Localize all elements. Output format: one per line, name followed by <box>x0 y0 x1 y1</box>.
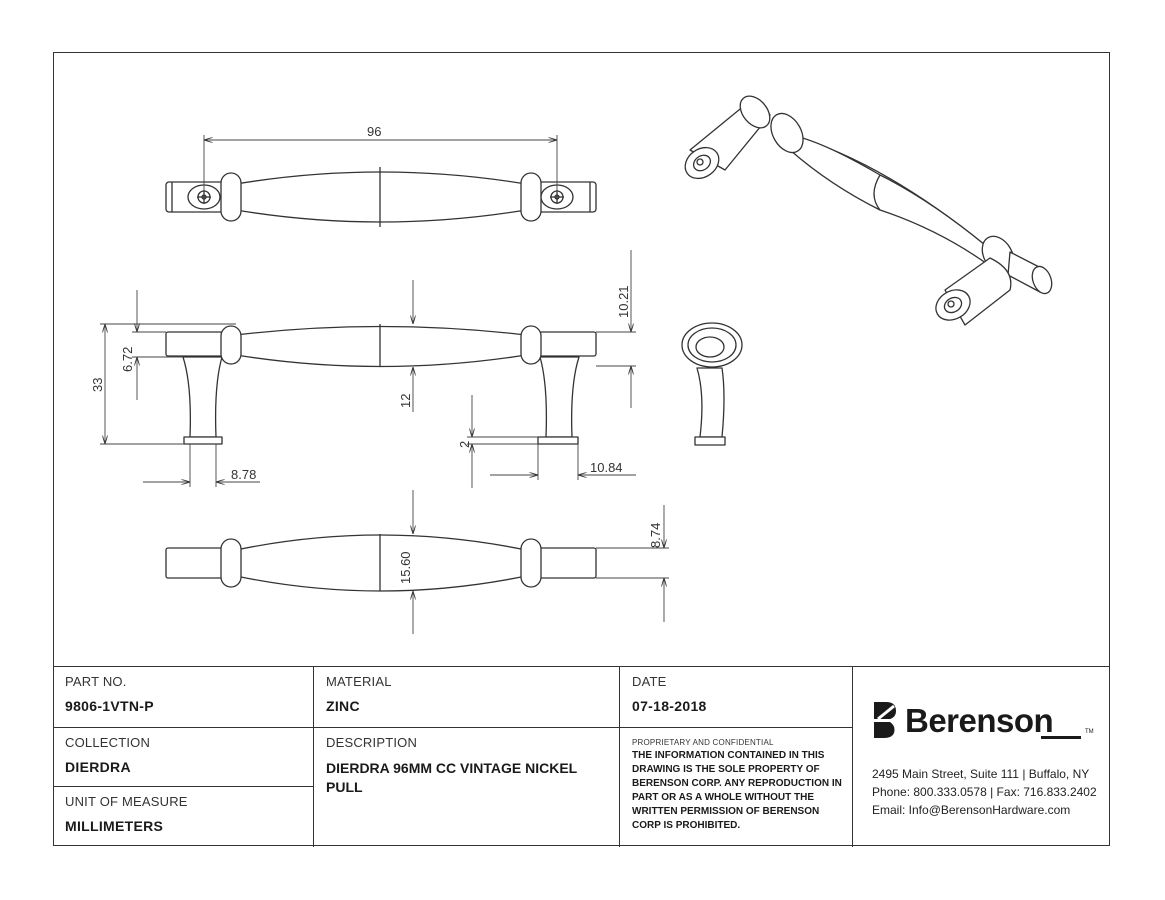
material-cell: MATERIAL ZINC <box>314 667 620 728</box>
logo-underline <box>1041 736 1081 739</box>
company-name: Berenson <box>905 702 1054 739</box>
dim-top-offset: 10.21 <box>616 285 631 318</box>
bottom-view <box>165 534 597 592</box>
side-view <box>681 322 743 446</box>
dim-base-dia: 8.78 <box>231 467 256 482</box>
date-label: DATE <box>632 674 667 689</box>
dim-cc: 96 <box>367 124 381 139</box>
material-label: MATERIAL <box>326 674 392 689</box>
top-view <box>165 167 597 227</box>
front-view <box>165 324 597 445</box>
description-label: DESCRIPTION <box>326 735 418 750</box>
proprietary-label: PROPRIETARY AND CONFIDENTIAL <box>632 738 774 747</box>
collection-label: COLLECTION <box>65 735 151 750</box>
dim-bar-width: 15.60 <box>398 551 413 584</box>
drawing-sheet <box>53 52 1110 846</box>
collection-cell: COLLECTION DIERDRA <box>53 728 314 787</box>
company-contact: 2495 Main Street, Suite 111 | Buffalo, N… <box>872 765 1097 819</box>
uom-value: MILLIMETERS <box>65 818 164 834</box>
material-value: ZINC <box>326 698 360 714</box>
part-no-label: PART NO. <box>65 674 127 689</box>
part-no-value: 9806-1VTN-P <box>65 698 154 714</box>
dim-end-width: 8.74 <box>648 523 663 548</box>
dimension-lines <box>100 135 669 634</box>
dim-foot-height: 2 <box>457 441 472 448</box>
description-value: DIERDRA 96MM CC VINTAGE NICKEL PULL <box>326 760 577 795</box>
part-no-cell: PART NO. 9806-1VTN-P <box>53 667 314 728</box>
company-phone: Phone: 800.333.0578 | Fax: 716.833.2402 <box>872 785 1097 799</box>
dim-post-offset: 6.72 <box>120 347 135 372</box>
company-address: 2495 Main Street, Suite 111 | Buffalo, N… <box>872 767 1090 781</box>
date-cell: DATE 07-18-2018 <box>620 667 853 728</box>
dim-height-total: 33 <box>90 378 105 392</box>
dim-bar-thickness: 12 <box>398 394 413 408</box>
uom-cell: UNIT OF MEASURE MILLIMETERS <box>53 787 314 847</box>
date-value: 07-18-2018 <box>632 698 707 714</box>
description-cell: DESCRIPTION DIERDRA 96MM CC VINTAGE NICK… <box>314 728 620 847</box>
proprietary-notice: THE INFORMATION CONTAINED IN THIS DRAWIN… <box>632 750 842 831</box>
dim-foot-dia: 10.84 <box>590 460 623 475</box>
collection-value: DIERDRA <box>65 759 131 775</box>
notice-cell: PROPRIETARY AND CONFIDENTIAL THE INFORMA… <box>620 728 853 847</box>
uom-label: UNIT OF MEASURE <box>65 794 188 809</box>
isometric-view <box>684 95 1053 326</box>
company-email[interactable]: Email: Info@BerensonHardware.com <box>872 803 1071 817</box>
trademark: TM <box>1085 729 1094 735</box>
title-block: PART NO. 9806-1VTN-P MATERIAL ZINC DATE … <box>53 666 1110 847</box>
berenson-logo-icon <box>872 700 898 743</box>
